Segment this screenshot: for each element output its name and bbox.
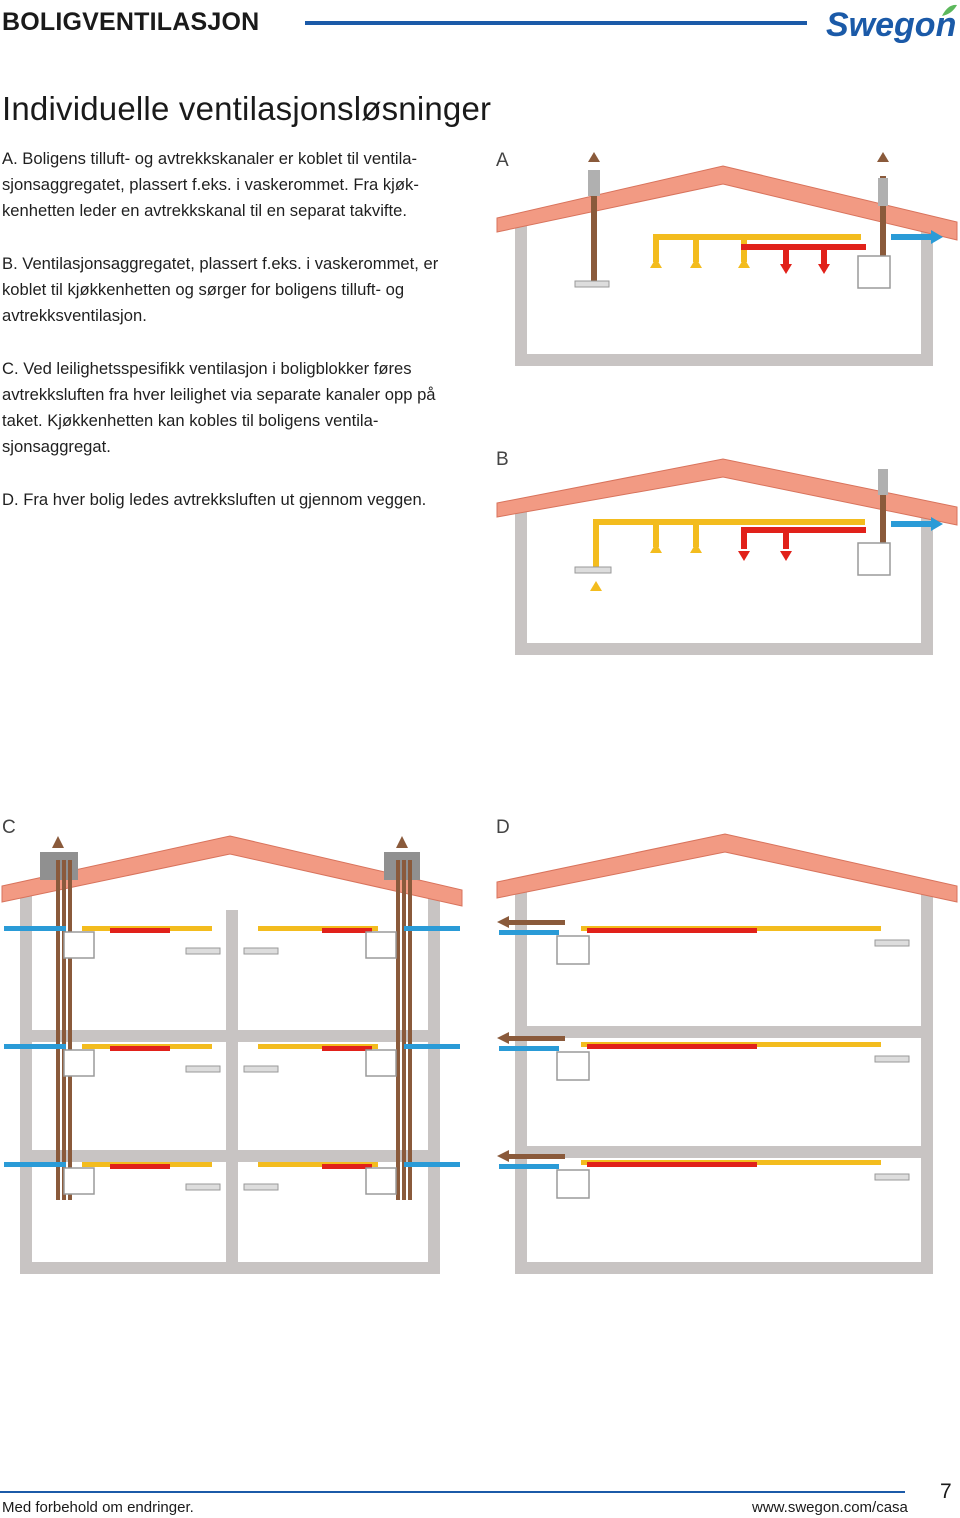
section-title: BOLIGVENTILASJON bbox=[2, 8, 260, 36]
floor bbox=[515, 354, 933, 366]
ventilation-unit bbox=[63, 931, 95, 959]
roof-fan bbox=[588, 170, 600, 196]
roof bbox=[496, 458, 958, 526]
leaf-icon bbox=[942, 4, 957, 16]
supply-arrow-icon bbox=[590, 581, 602, 591]
floor-1 bbox=[4, 926, 460, 959]
roof bbox=[496, 833, 958, 903]
wall-right bbox=[921, 218, 933, 366]
supply-arrow-icon bbox=[690, 258, 702, 268]
page-number: 7 bbox=[940, 1480, 952, 1503]
roof-hood bbox=[878, 178, 888, 206]
roof bbox=[496, 165, 958, 241]
supply-duct bbox=[593, 519, 865, 525]
ventilation-unit bbox=[556, 1169, 590, 1199]
footer-divider bbox=[0, 1491, 905, 1493]
diagram-a bbox=[496, 152, 958, 366]
exhaust-arrow-icon bbox=[396, 836, 408, 848]
outdoor-arrow-icon bbox=[931, 517, 943, 531]
exhaust-arrow-icon bbox=[52, 836, 64, 848]
swegon-logo: Swegon bbox=[826, 4, 957, 44]
floor-2 bbox=[497, 1032, 910, 1081]
extract-arrow-icon bbox=[738, 551, 750, 561]
ventilation-unit bbox=[857, 255, 891, 289]
supply-arrow-icon bbox=[738, 258, 750, 268]
kitchen-hood bbox=[574, 280, 610, 288]
paragraph-a: A. Boligens tilluft- og avtrekkskanaler … bbox=[2, 149, 419, 220]
ventilation-unit bbox=[365, 1049, 397, 1077]
diagram-label-d: D bbox=[496, 817, 510, 838]
kitchen-exhaust-duct bbox=[591, 176, 597, 284]
floor-1 bbox=[497, 916, 910, 965]
ventilation-unit bbox=[556, 935, 590, 965]
diagram-label-b: B bbox=[496, 449, 509, 470]
exhaust-arrow-icon bbox=[877, 152, 889, 162]
wall-left bbox=[515, 218, 527, 366]
diagram-d bbox=[496, 833, 958, 1274]
ventilation-unit bbox=[63, 1049, 95, 1077]
floor-3 bbox=[4, 1162, 460, 1195]
paragraph-b: B. Ventilasjonsaggregatet, plassert f.ek… bbox=[2, 254, 439, 325]
ventilation-unit bbox=[365, 931, 397, 959]
floor-3 bbox=[497, 1150, 910, 1199]
page-title: Individuelle ventilasjonsløsninger bbox=[2, 90, 492, 127]
supply-arrow-icon bbox=[650, 543, 662, 553]
supply-arrow-icon bbox=[650, 258, 662, 268]
kitchen-hood bbox=[574, 566, 612, 574]
paragraph-c: C. Ved leilighetsspesifikk ventilasjon i… bbox=[2, 359, 436, 456]
diagram-label-a: A bbox=[496, 150, 509, 171]
outdoor-air-duct bbox=[891, 234, 931, 240]
roof bbox=[1, 835, 463, 907]
extract-arrow-icon bbox=[780, 551, 792, 561]
footer-disclaimer: Med forbehold om endringer. bbox=[2, 1499, 194, 1516]
extract-arrow-icon bbox=[818, 264, 830, 274]
outdoor-arrow-icon bbox=[931, 230, 943, 244]
exhaust-arrow-icon bbox=[588, 152, 600, 162]
extract-duct bbox=[741, 244, 866, 250]
brand-name: Swegon bbox=[826, 6, 956, 44]
ventilation-unit bbox=[857, 542, 891, 576]
footer-website-link[interactable]: www.swegon.com/casa bbox=[752, 1499, 908, 1516]
extract-arrow-icon bbox=[780, 264, 792, 274]
supply-duct bbox=[653, 234, 861, 240]
ventilation-unit bbox=[365, 1167, 397, 1195]
ventilation-unit bbox=[63, 1167, 95, 1195]
diagram-label-c: C bbox=[2, 817, 16, 838]
floor-2 bbox=[4, 1044, 460, 1077]
extract-duct bbox=[741, 527, 866, 533]
diagram-b bbox=[496, 458, 958, 655]
header-divider bbox=[305, 21, 807, 25]
supply-arrow-icon bbox=[690, 543, 702, 553]
diagram-c bbox=[1, 835, 463, 1274]
paragraph-d: D. Fra hver bolig ledes avtrekksluften u… bbox=[2, 490, 427, 509]
ventilation-unit bbox=[556, 1051, 590, 1081]
